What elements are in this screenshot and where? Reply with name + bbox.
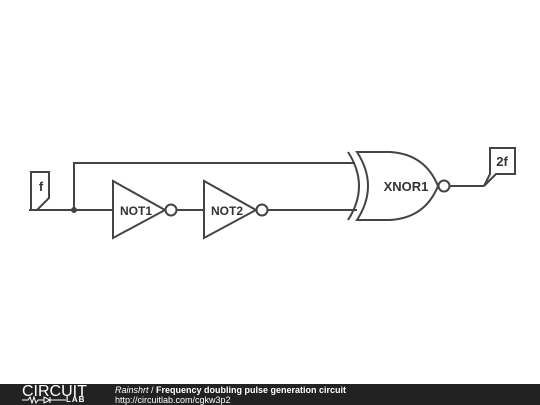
circuitlab-logo[interactable]: CIRCUIT LAB xyxy=(22,383,102,405)
not1-gate[interactable]: NOT1 xyxy=(112,179,178,240)
circuit-title[interactable]: Frequency doubling pulse generation circ… xyxy=(156,385,347,395)
input-port-f[interactable]: f xyxy=(30,171,50,211)
output-port-label: 2f xyxy=(496,154,508,169)
xnor1-gate[interactable]: XNOR1 xyxy=(347,151,451,221)
logo-wave-icon xyxy=(22,396,66,404)
footer-credit: Rainshrt / Frequency doubling pulse gene… xyxy=(115,385,346,395)
wire-junction xyxy=(71,207,77,213)
wire-feedback xyxy=(73,162,355,210)
author-name[interactable]: Rainshrt xyxy=(115,385,149,395)
credit-separator: / xyxy=(148,385,157,395)
not1-label: NOT1 xyxy=(120,204,152,218)
not2-gate[interactable]: NOT2 xyxy=(203,179,269,240)
output-port-2f[interactable]: 2f xyxy=(483,147,516,187)
xnor1-label: XNOR1 xyxy=(384,179,429,194)
logo-subtext: LAB xyxy=(66,395,86,404)
logo-text: CIRCUIT xyxy=(22,383,87,400)
circuit-url[interactable]: http://circuitlab.com/cgkw3p2 xyxy=(115,395,231,405)
schematic-canvas: f NOT1 NOT2 XNOR1 2f xyxy=(29,147,516,240)
not2-label: NOT2 xyxy=(211,204,243,218)
footer-bar: CIRCUIT LAB Rainshrt / Frequency doublin… xyxy=(0,383,540,405)
input-port-label: f xyxy=(39,179,44,194)
